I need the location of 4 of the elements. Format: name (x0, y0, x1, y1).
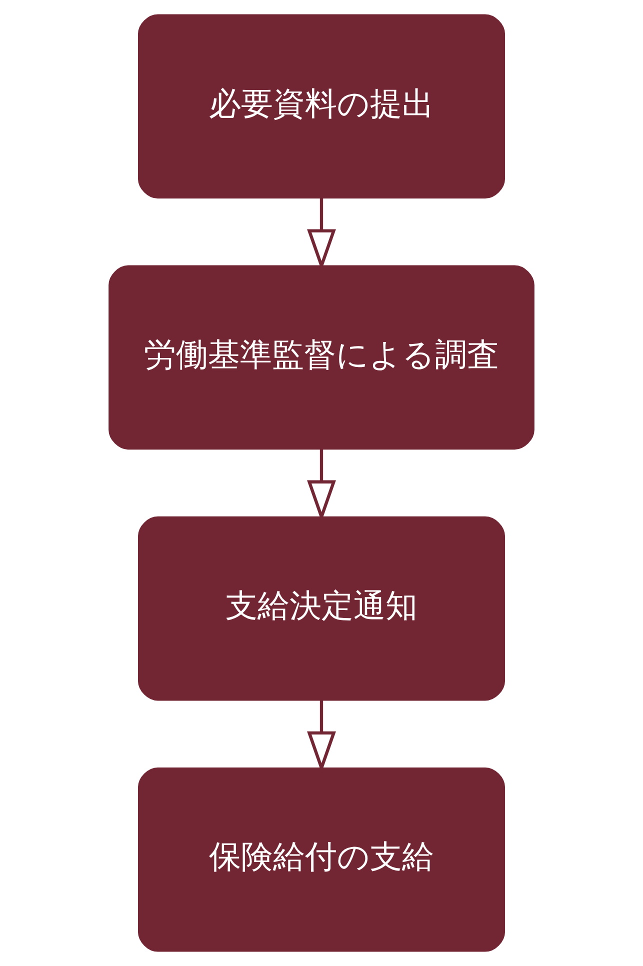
node-box: 支給決定通知 (138, 516, 506, 701)
node-box: 必要資料の提出 (138, 14, 506, 199)
node-box: 労働基準監督による調査 (108, 265, 534, 450)
node-box: 保険給付の支給 (138, 767, 506, 952)
